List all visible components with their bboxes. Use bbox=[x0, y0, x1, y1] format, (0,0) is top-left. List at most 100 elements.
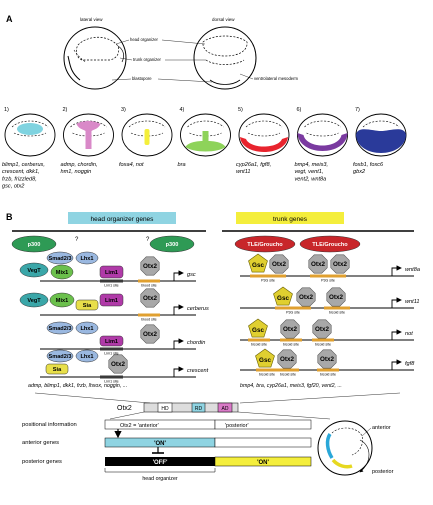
pattern-number: 6) bbox=[297, 107, 302, 113]
expression-embryo-2: 2)admp, chordin,hm1, noggin bbox=[61, 107, 114, 175]
svg-text:Sia: Sia bbox=[83, 303, 92, 309]
svg-text:Gsc: Gsc bbox=[259, 357, 271, 364]
binding-site bbox=[248, 338, 270, 342]
svg-text:Gsc: Gsc bbox=[277, 295, 289, 302]
transcription-arrow bbox=[391, 297, 402, 308]
otx2-protein: Otx2 bbox=[280, 319, 300, 339]
svg-text:Lim1: Lim1 bbox=[105, 339, 118, 345]
otx2-hd-domain: HD bbox=[161, 406, 169, 412]
binding-site bbox=[312, 338, 334, 342]
otx2-domain-label: Otx2 bbox=[117, 405, 132, 412]
svg-text:Otx2: Otx2 bbox=[311, 261, 325, 268]
transcription-arrow bbox=[391, 265, 402, 276]
svg-text:Mix1: Mix1 bbox=[56, 270, 68, 276]
target-gene-label: chordin bbox=[187, 340, 205, 346]
otx2-protein: Otx2 bbox=[296, 287, 316, 307]
expression-gene-list: gsc, otx2 bbox=[2, 184, 25, 190]
anterior-axis-label: anterior bbox=[372, 425, 391, 431]
binding-site-label: blood site bbox=[141, 284, 156, 288]
svg-text:Otx2: Otx2 bbox=[272, 261, 286, 268]
dorsal-embryo bbox=[193, 26, 257, 90]
binding-site bbox=[138, 313, 160, 317]
binding-site-label: bicoid site bbox=[280, 373, 296, 377]
p300-left: p300 bbox=[11, 235, 57, 253]
target-gene-label: wnt8a bbox=[405, 267, 420, 273]
posterior-axis-label: posterior bbox=[372, 469, 394, 475]
otx2-ad-domain: AD bbox=[222, 406, 229, 412]
otx2-protein: Otx2 bbox=[140, 256, 160, 276]
expression-embryo-4: 4)bra bbox=[178, 107, 231, 168]
gsc-protein: Gsc bbox=[273, 286, 293, 306]
binding-site bbox=[275, 306, 311, 310]
svg-text:VegT: VegT bbox=[27, 298, 41, 304]
pattern-number: 4) bbox=[180, 107, 185, 113]
otx2-domain-bar: HD RD AD bbox=[143, 402, 239, 413]
expression-domain bbox=[240, 137, 288, 152]
binding-site-label: bicoid site bbox=[329, 311, 345, 315]
binding-site-label: bicoid site bbox=[320, 373, 336, 377]
posterior-text: 'posterior' bbox=[225, 423, 249, 429]
otx2-anterior-text: Otx2 = 'anterior' bbox=[120, 423, 159, 429]
gsc-protein: Gsc bbox=[248, 318, 268, 338]
pattern-number: 7) bbox=[355, 107, 360, 113]
svg-text:Lhx1: Lhx1 bbox=[80, 354, 93, 360]
posterior-positional-cell bbox=[214, 419, 312, 430]
svg-text:Otx2: Otx2 bbox=[329, 294, 343, 301]
transcription-arrow bbox=[173, 338, 184, 349]
lim-protein: Lim1 bbox=[99, 293, 124, 307]
pattern-number: 5) bbox=[238, 107, 243, 113]
expression-embryo-6: 6)bmp4, meis3,vegt, vent1,vent2, wnt8a bbox=[295, 107, 348, 182]
binding-site bbox=[100, 347, 123, 351]
tle-groucho-right: TLE/Groucho bbox=[299, 235, 361, 253]
binding-site-label: bicoid site bbox=[259, 373, 275, 377]
posterior-off-text: 'OFF' bbox=[153, 460, 168, 466]
svg-text:Otx2: Otx2 bbox=[333, 261, 347, 268]
svg-text:Gsc: Gsc bbox=[252, 327, 264, 334]
binding-site-label: Lim1 site bbox=[104, 352, 118, 356]
posterior-genes-off-cell bbox=[105, 457, 215, 466]
expression-domain bbox=[76, 121, 101, 149]
otx2-protein: Otx2 bbox=[312, 319, 332, 339]
binding-site-label: P3G site bbox=[286, 311, 300, 315]
dorsal-view-label: dorsal view bbox=[212, 17, 235, 22]
smad-protein: Smad2/3 bbox=[46, 251, 74, 265]
svg-text:p300: p300 bbox=[166, 242, 179, 248]
lhx-protein: Lhx1 bbox=[75, 321, 99, 335]
trunk-genes-title: trunk genes bbox=[273, 216, 308, 223]
binding-site-label: bicoid site bbox=[283, 343, 299, 347]
binding-site-label: P3G site bbox=[321, 279, 335, 283]
ventrolateral-mesoderm-label: ventrolateral mesoderm bbox=[254, 76, 298, 81]
binding-site bbox=[100, 279, 123, 283]
otx2-protein: Otx2 bbox=[277, 349, 297, 369]
transcription-arrow bbox=[173, 270, 184, 281]
gsc-protein: Gsc bbox=[255, 348, 275, 368]
p300-right: p300 bbox=[149, 235, 195, 253]
expression-domain bbox=[17, 123, 43, 135]
binding-site-label: blood site bbox=[141, 318, 156, 322]
mix-protein: Mix1 bbox=[50, 264, 74, 280]
otx2-protein: Otx2 bbox=[140, 324, 160, 344]
binding-site-label: Lim1 site bbox=[104, 380, 118, 384]
svg-text:Lim1: Lim1 bbox=[105, 298, 118, 304]
svg-text:Otx2: Otx2 bbox=[299, 294, 313, 301]
anterior-on-text: 'ON' bbox=[154, 441, 166, 447]
svg-text:Otx2: Otx2 bbox=[143, 295, 157, 302]
trunk-bottom-genes: bmp4, bra, cyp26a1, meis3, fgf20, vent2,… bbox=[240, 383, 342, 389]
binding-site bbox=[138, 279, 160, 283]
expression-gene-list: admp, chordin, bbox=[61, 162, 98, 168]
lim-protein: Lim1 bbox=[99, 335, 124, 347]
pattern-number: 2) bbox=[63, 107, 68, 113]
transcription-arrow bbox=[173, 304, 184, 315]
binding-site bbox=[277, 368, 299, 372]
binding-site bbox=[280, 338, 302, 342]
vegt-protein: VegT bbox=[19, 262, 49, 278]
svg-text:Smad2/3: Smad2/3 bbox=[48, 354, 71, 360]
lateral-view-label: lateral view bbox=[80, 17, 103, 22]
binding-site bbox=[317, 368, 339, 372]
trunk-genes-header bbox=[236, 212, 344, 224]
posterior-on-text: 'ON' bbox=[257, 460, 269, 466]
expression-gene-list: crescent, dkk1, bbox=[2, 169, 40, 175]
